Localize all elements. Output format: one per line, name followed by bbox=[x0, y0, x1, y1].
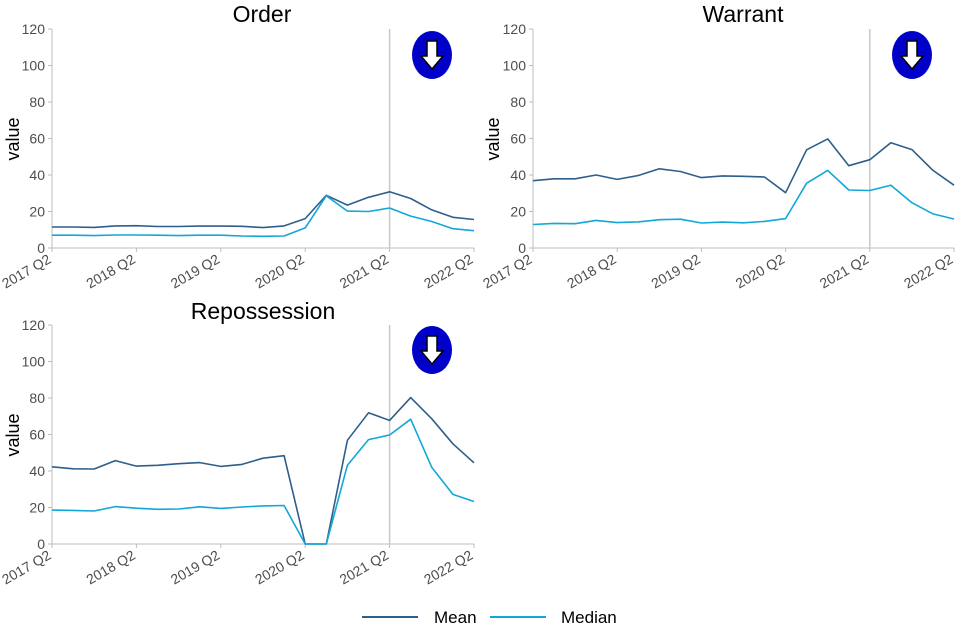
y-axis-label: value bbox=[3, 413, 23, 456]
y-tick-label: 40 bbox=[29, 463, 45, 479]
x-tick-label: 2021 Q2 bbox=[337, 547, 392, 588]
x-tick-label: 2020 Q2 bbox=[252, 251, 307, 292]
down-arrow-icon bbox=[412, 31, 452, 79]
panel-title: Order bbox=[233, 1, 292, 27]
legend-label-median: Median bbox=[561, 608, 617, 627]
y-axis-label: value bbox=[483, 117, 503, 160]
y-tick-label: 0 bbox=[37, 536, 45, 552]
x-tick-label: 2018 Q2 bbox=[83, 251, 138, 292]
y-tick-label: 120 bbox=[22, 21, 46, 37]
x-tick-label: 2021 Q2 bbox=[817, 251, 872, 292]
y-tick-label: 120 bbox=[22, 317, 46, 333]
plot-area: 0 20 40 60 80 100 120 2017 Q2 2018 Q2 2019 Q2 2020… bbox=[0, 317, 476, 587]
x-tick-label: 2017 Q2 bbox=[480, 251, 535, 292]
series-line-mean bbox=[51, 396, 475, 545]
series-line-mean bbox=[532, 138, 955, 194]
y-tick-label: 20 bbox=[29, 500, 45, 516]
x-tick-label: 2022 Q2 bbox=[421, 547, 476, 588]
panel-warrant: Warrant value 0 20 40 60 80 100 120 2017 Q2 2018… bbox=[480, 1, 956, 291]
x-tick-label: 2018 Q2 bbox=[83, 547, 138, 588]
plot-area: 0 20 40 60 80 100 120 2017 Q2 2018 Q2 2019 Q2 2020… bbox=[0, 21, 476, 291]
x-tick-label: 2022 Q2 bbox=[421, 251, 476, 292]
plot-area: 0 20 40 60 80 100 120 2017 Q2 2018 Q2 2019 Q2 2020… bbox=[480, 21, 956, 291]
series-line-median bbox=[52, 195, 475, 238]
y-axis-label: value bbox=[3, 117, 23, 160]
y-tick-label: 60 bbox=[29, 427, 45, 443]
y-tick-label: 20 bbox=[29, 204, 45, 220]
panel-title: Repossession bbox=[191, 298, 335, 324]
y-tick-label: 60 bbox=[29, 131, 45, 147]
legend: Mean Median bbox=[362, 608, 617, 627]
y-tick-label: 60 bbox=[510, 131, 526, 147]
x-tick-label: 2021 Q2 bbox=[337, 251, 392, 292]
y-tick-label: 40 bbox=[29, 167, 45, 183]
y-tick-label: 80 bbox=[29, 390, 45, 406]
x-tick-label: 2019 Q2 bbox=[168, 251, 223, 292]
series-line-mean bbox=[52, 191, 475, 229]
series-line-median bbox=[532, 169, 955, 226]
x-tick-label: 2017 Q2 bbox=[0, 547, 54, 588]
series-line-median bbox=[51, 418, 475, 545]
panel-order: Order value 0 20 40 60 80 100 120 2017 Q2 2018 Q… bbox=[0, 1, 476, 291]
panel-repossession: Repossession value 0 20 40 60 80 100 120 2017 Q… bbox=[0, 298, 476, 587]
x-tick-label: 2017 Q2 bbox=[0, 251, 54, 292]
x-tick-label: 2022 Q2 bbox=[901, 251, 956, 292]
x-tick-label: 2019 Q2 bbox=[648, 251, 703, 292]
down-arrow-icon bbox=[412, 326, 452, 374]
y-tick-label: 80 bbox=[29, 94, 45, 110]
y-tick-label: 100 bbox=[22, 354, 46, 370]
x-tick-label: 2019 Q2 bbox=[168, 547, 223, 588]
y-tick-label: 40 bbox=[510, 167, 526, 183]
y-tick-label: 120 bbox=[503, 21, 527, 37]
y-tick-label: 80 bbox=[510, 94, 526, 110]
y-tick-label: 0 bbox=[518, 240, 526, 256]
legend-label-mean: Mean bbox=[434, 608, 477, 627]
x-tick-label: 2020 Q2 bbox=[733, 251, 788, 292]
y-tick-label: 100 bbox=[503, 58, 527, 74]
x-tick-label: 2018 Q2 bbox=[564, 251, 619, 292]
y-tick-label: 0 bbox=[37, 240, 45, 256]
down-arrow-icon bbox=[892, 31, 932, 79]
y-tick-label: 20 bbox=[510, 204, 526, 220]
panel-title: Warrant bbox=[703, 1, 785, 27]
y-tick-label: 100 bbox=[22, 58, 46, 74]
x-tick-label: 2020 Q2 bbox=[252, 547, 307, 588]
